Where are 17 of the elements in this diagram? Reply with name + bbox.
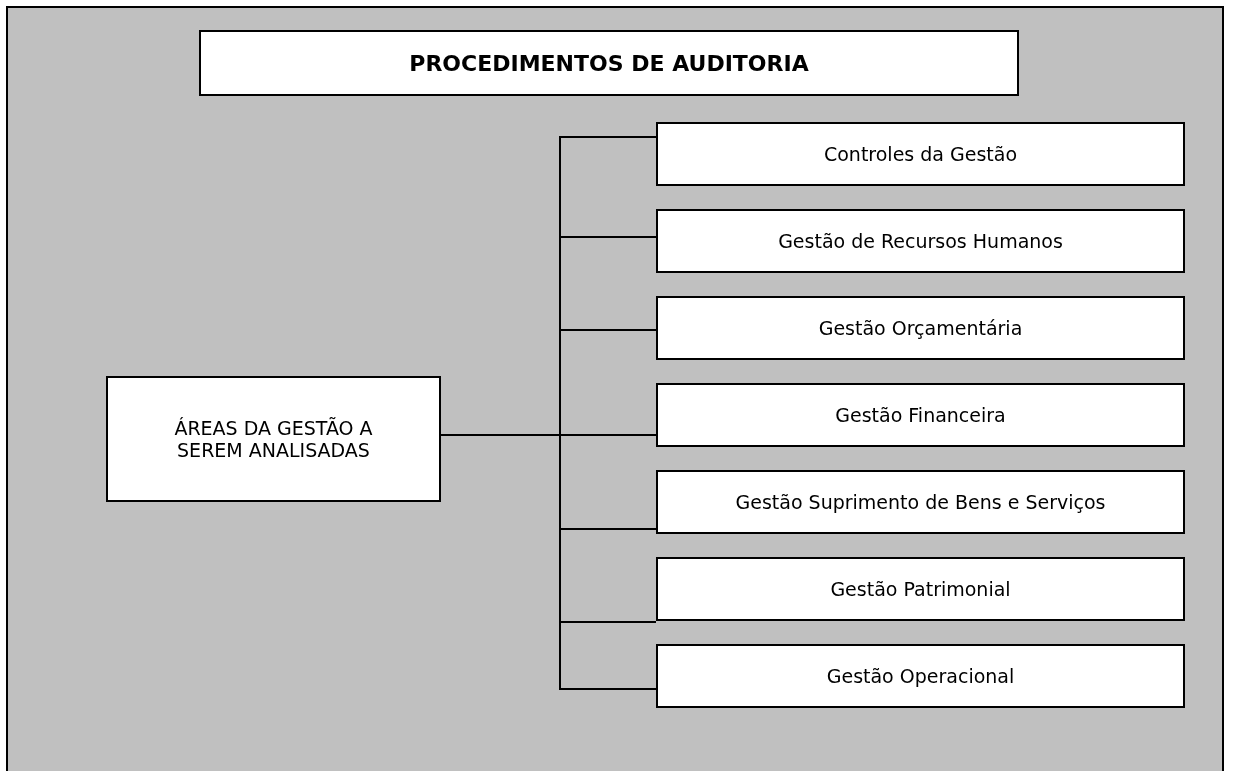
category-box (656, 122, 1185, 186)
box-label: ÁREAS DA GESTÃO A SEREM ANALISADAS (173, 417, 374, 461)
category-box (656, 383, 1185, 447)
root-box (106, 376, 441, 502)
box-label: Gestão Orçamentária (818, 317, 1023, 339)
box-label: Gestão de Recursos Humanos (778, 230, 1063, 252)
category-box (656, 209, 1185, 273)
box-label: Gestão Patrimonial (830, 578, 1011, 600)
box-label: Gestão Suprimento de Bens e Serviços (735, 491, 1106, 513)
category-box (656, 557, 1185, 621)
box-label: Controles da Gestão (823, 143, 1018, 165)
category-box (656, 644, 1185, 708)
title: PROCEDIMENTOS DE AUDITORIA (199, 30, 1019, 96)
category-box (656, 470, 1185, 534)
box-label: Gestão Financeira (835, 404, 1006, 426)
category-box (656, 296, 1185, 360)
box-label: Gestão Operacional (826, 665, 1015, 687)
